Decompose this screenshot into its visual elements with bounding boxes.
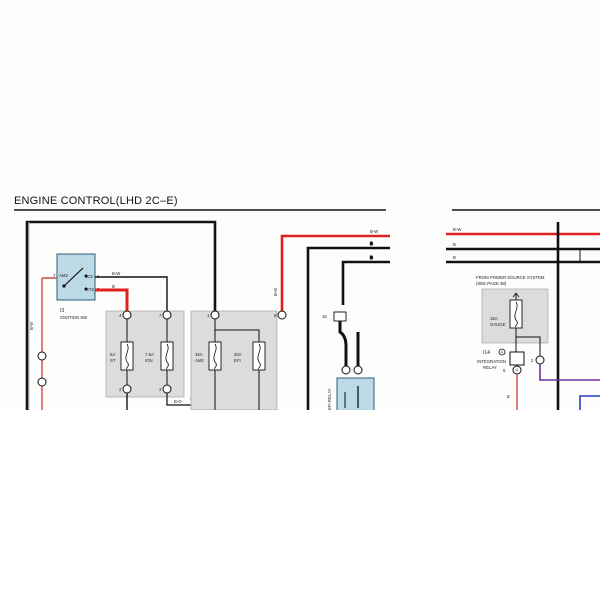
connector-7: 7 (159, 313, 162, 318)
integration-relay-name-2: RELAY (483, 365, 497, 370)
fuse-block-am2-efi: 15A AM2 20A EFI 1 (190, 310, 278, 411)
page-blank-area (0, 410, 600, 600)
wire-label-bw-top: B-W (370, 229, 379, 234)
efi-relay-name: EFI RELAY (327, 388, 332, 410)
integration-pin-5: 5 (503, 368, 506, 373)
integration-pin-2: 2 (531, 358, 534, 363)
gauge-branch-wire (516, 336, 541, 356)
wire-label-r: R (506, 395, 511, 398)
right-panel-wires: B-W B B (446, 222, 600, 410)
wire-label-bw-ig2: B-W (112, 271, 121, 276)
integration-relay-ref-circle: A (501, 350, 504, 355)
fuse-efi-rating: 20A (234, 352, 242, 357)
source-note-2: (SEE PAGE 38) (476, 281, 507, 286)
diagram-title: ENGINE CONTROL(LHD 2C–E) (14, 195, 178, 207)
connector-4: 4 (119, 313, 122, 318)
ignition-am2-label: AM2 (59, 273, 68, 278)
fuse-st-rating: 5A (110, 352, 115, 357)
integration-output-wires: R (506, 364, 600, 410)
ignition-ref: I3 (60, 308, 64, 314)
gauge-fuse-name: GAUGE (490, 322, 506, 327)
main-battery-bus (25, 220, 217, 410)
wire-label-b-top2: B (370, 255, 373, 260)
ig2-wire: B-W (95, 271, 168, 313)
wire-label-b-right2: B (453, 255, 456, 260)
fuse-am2-name: AM2 (195, 358, 204, 363)
connector-3: 3 (159, 387, 162, 392)
wire-label-bw-vert: B-W (273, 287, 278, 296)
red-bw-feed: 8 B-W B-W (273, 229, 390, 320)
gauge-fuse-rating: 15A (490, 316, 498, 321)
integration-relay: I14 A INTEGRATION RELAY 5 2 A (477, 348, 545, 375)
fuse-st-name: ST (110, 358, 116, 363)
fuse-ign-name: IGN (145, 358, 153, 363)
left-bw-wire: B-W (29, 277, 59, 410)
integration-pin-a: A (516, 368, 519, 373)
integration-relay-name-1: INTEGRATION (477, 359, 506, 364)
connector-15: 15 (322, 314, 327, 319)
wire-label-b-st2: B (112, 284, 115, 289)
fuse-efi-name: EFI (234, 358, 241, 363)
fuse-ign-rating: 7.5A (145, 352, 154, 357)
wire-label-bo: B-O (174, 399, 182, 404)
ignition-name: IGNITION SW (60, 315, 88, 320)
fuse-am2-rating: 15A (195, 352, 203, 357)
wire-label-b-right1: B (453, 242, 456, 247)
connector-1: 1 (207, 313, 210, 318)
st2-wire: B (95, 284, 129, 313)
top-right-buses: B B (306, 241, 390, 410)
connector-8: 8 (274, 313, 277, 318)
connector-2: 2 (119, 387, 122, 392)
ignition-switch: AM2 IG2 ST2 7 6 3 (53, 253, 100, 301)
svg-text:B-W: B-W (29, 321, 34, 330)
wire-label-bw-right: B-W (453, 227, 462, 232)
efi-relay: 15 EFI RELAY (322, 311, 375, 413)
integration-relay-ref: I14 (483, 350, 490, 356)
gauge-fuse-block: 15A GAUGE (481, 288, 549, 352)
ignition-st2-label: ST2 (86, 287, 94, 292)
wire-label-b-top1: B (370, 241, 373, 246)
ignition-pin-7: 7 (53, 273, 56, 278)
fuse-block-st-ign: 5A ST 7.5A IGN 4 7 2 3 (105, 310, 185, 398)
ignition-ig2-label: IG2 (86, 274, 94, 279)
source-note-1: FROM POWER SOURCE SYSTEM (476, 275, 545, 280)
